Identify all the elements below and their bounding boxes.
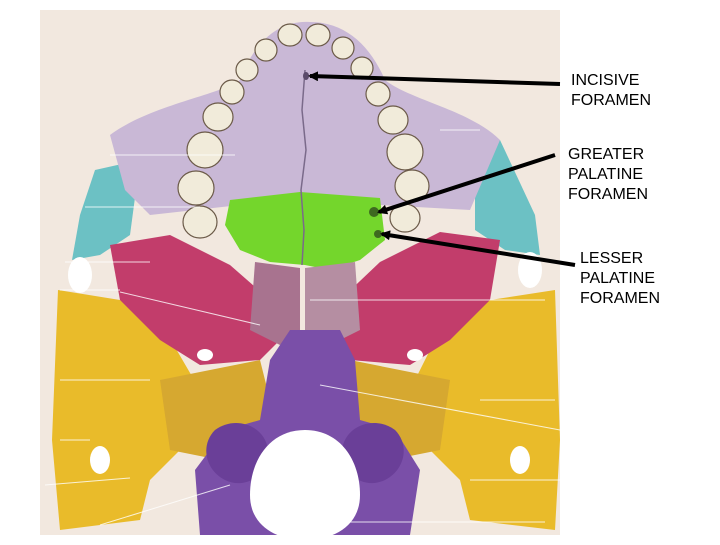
foramina (68, 252, 542, 474)
palatine-bone (225, 192, 385, 270)
greater-palatine-foramen (369, 207, 379, 217)
label-line: FORAMEN (568, 186, 648, 203)
vomer (250, 262, 300, 345)
incisive-foramen (303, 72, 309, 80)
zygomatic-left (72, 160, 140, 260)
lesser-palatine-foramen (374, 230, 382, 238)
occipital-condyle-left (206, 422, 269, 484)
label-line: FORAMEN (580, 290, 660, 307)
incisive-arrow (308, 71, 561, 86)
zygomatic-right (475, 140, 540, 255)
greater-palatine-arrow (377, 153, 556, 215)
lesser-palatine-foramen-label: LESSER PALATINE FORAMEN (580, 249, 660, 309)
label-line: GREATER (568, 146, 645, 163)
vomer-right (305, 262, 360, 345)
leader-lines (44, 129, 561, 526)
label-line: INCISIVE (571, 72, 640, 89)
sphenoid-right (325, 232, 500, 365)
greater-palatine-foramen-label: GREATER PALATINE FORAMEN (568, 145, 648, 205)
upper-teeth (177, 23, 430, 239)
lesser-palatine-arrow (380, 230, 576, 267)
label-line: PALATINE (568, 166, 643, 183)
sphenoid-left (110, 235, 285, 365)
temporal-bone-left (52, 290, 200, 530)
label-line: LESSER (580, 250, 644, 267)
foramen-magnum (250, 430, 360, 540)
incisive-foramen-label: INCISIVE FORAMEN (571, 71, 651, 111)
median-palatine-suture (300, 69, 307, 266)
label-line: FORAMEN (571, 92, 651, 109)
label-line: PALATINE (580, 270, 655, 287)
occipital-condyle-right (341, 422, 404, 484)
